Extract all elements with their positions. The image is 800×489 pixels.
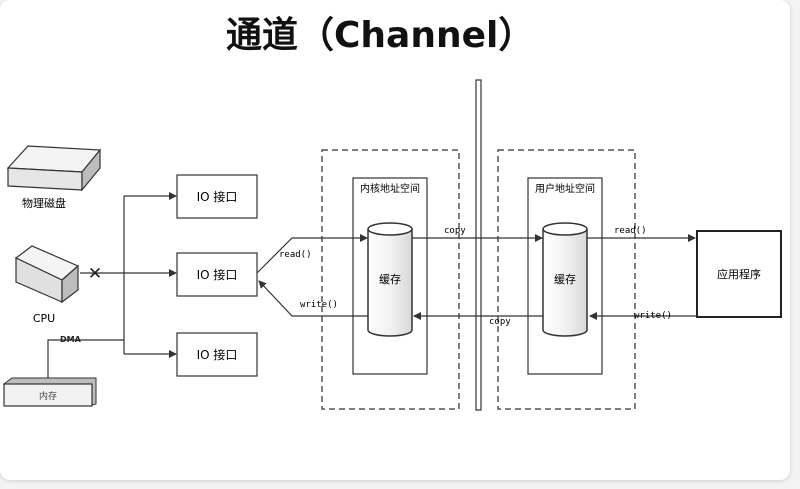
io-interface-label: IO 接口 [197,347,238,362]
page-title: 通道（Channel） [226,15,535,56]
application-box [696,230,782,318]
flow-arrows [256,234,697,320]
io-interface-3: IO 接口 [176,332,258,377]
disk-label: 物理磁盘 [22,196,66,210]
user-space-outer [497,149,636,410]
io-interface-2: IO 接口 [176,252,258,297]
kernel-buffer-cylinder [367,222,413,337]
application-label: 应用程序 [717,267,761,281]
user-space-label: 用户地址空间 [535,182,595,195]
read-label-left: read() [279,250,312,260]
disk-icon [6,145,102,192]
memory-icon [2,377,97,407]
io-interface-label: IO 接口 [197,189,238,204]
read-label-right: read() [614,226,647,236]
dma-label: DMA [60,335,82,344]
space-divider [475,79,482,411]
cpu-icon [14,245,80,304]
write-label-right: write() [634,311,672,321]
copy-label-top: copy [444,226,466,236]
write-label-left: write() [300,300,338,310]
memory-label: 内存 [39,390,57,402]
cpu-label: CPU [33,312,55,325]
user-buffer-cylinder [542,222,588,337]
copy-label-bottom: copy [489,317,511,327]
kernel-buffer-label: 缓存 [379,272,401,286]
kernel-space-outer [321,149,460,410]
io-interface-1: IO 接口 [176,174,258,219]
user-buffer-label: 缓存 [554,272,576,286]
blocked-x-icon: ✕ [88,264,102,284]
bus-lines [47,192,177,378]
io-interface-label: IO 接口 [197,267,238,282]
kernel-space-label: 内核地址空间 [360,182,420,195]
